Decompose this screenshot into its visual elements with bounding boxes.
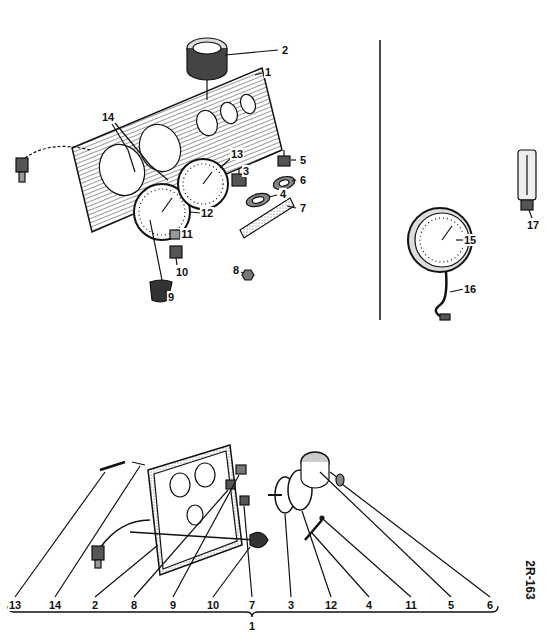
callout-number: 10 — [175, 266, 189, 278]
callout-number: 4 — [279, 188, 287, 200]
callout-number: 9 — [167, 291, 175, 303]
callout-number: 8 — [232, 264, 240, 276]
callout-number: 1 — [248, 620, 256, 632]
callout-number: 6 — [486, 599, 494, 611]
callout-number: 14 — [48, 599, 62, 611]
callout-number: 13 — [8, 599, 22, 611]
callout-number: 14 — [101, 111, 115, 123]
callout-number: 3 — [242, 165, 250, 177]
drawing-code: 2R-163 — [524, 559, 536, 600]
callout-number: 12 — [324, 599, 338, 611]
callout-number: 3 — [287, 599, 295, 611]
callout-number: 2 — [91, 599, 99, 611]
callout-number: 1 — [264, 66, 272, 78]
callout-number: 7 — [248, 599, 256, 611]
callout-number: 6 — [299, 174, 307, 186]
callout-number: 15 — [463, 234, 477, 246]
callout-number: 5 — [447, 599, 455, 611]
callout-number: 11 — [404, 599, 418, 611]
callout-number: 9 — [169, 599, 177, 611]
callout-number: 2 — [281, 44, 289, 56]
callout-number: 13 — [230, 148, 244, 160]
callout-number: 5 — [299, 154, 307, 166]
callout-number: 7 — [299, 202, 307, 214]
callout-number: 16 — [463, 283, 477, 295]
callout-number: 4 — [365, 599, 373, 611]
callout-number: 17 — [526, 219, 540, 231]
callout-number: 12 — [200, 207, 214, 219]
callout-number: 11 — [180, 228, 194, 240]
callout-number: 10 — [206, 599, 220, 611]
callout-number: 8 — [130, 599, 138, 611]
